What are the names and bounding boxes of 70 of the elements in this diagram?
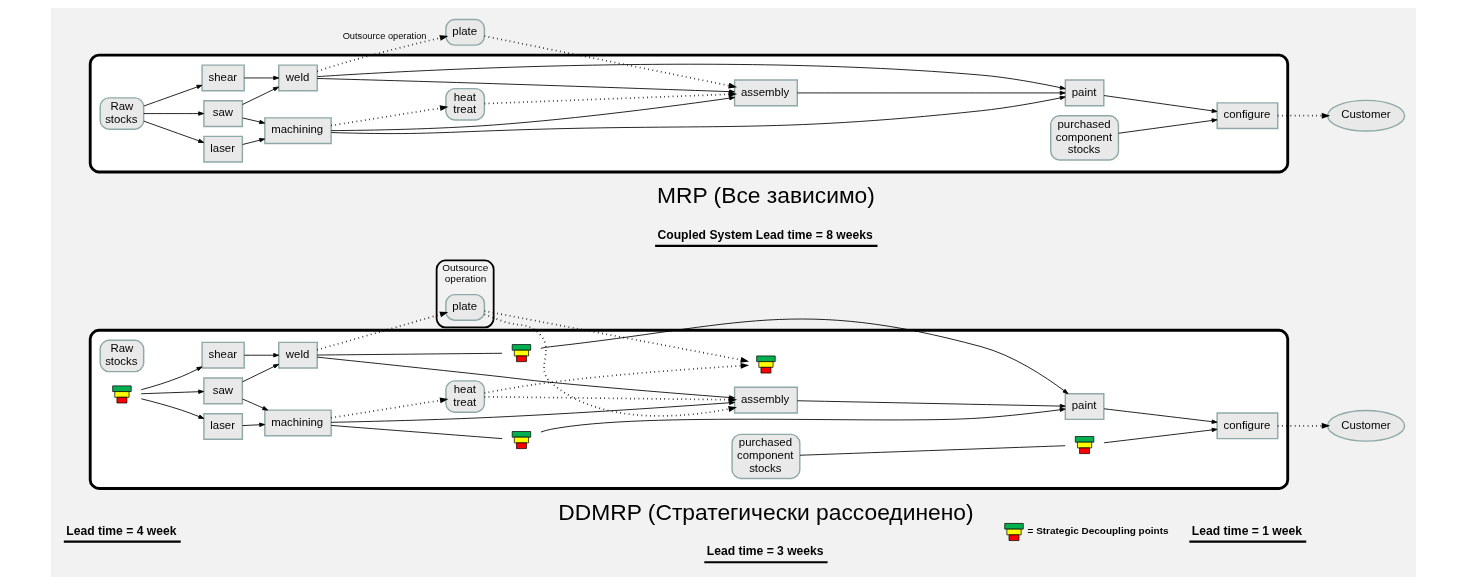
arrow [316, 311, 448, 351]
node-box: Raw stocks [98, 339, 144, 373]
connector [799, 445, 1066, 456]
node-box: saw [202, 100, 243, 128]
legend-label: = Strategic Decoupling points [1027, 524, 1169, 536]
arrow [241, 117, 265, 125]
node-box: heat treat [444, 380, 485, 413]
node-box: machining [263, 117, 332, 145]
arrow [243, 75, 279, 81]
arrow [540, 407, 1066, 433]
node-box: machining [263, 409, 332, 437]
node-ellipse: Customer [1326, 409, 1405, 442]
arrow [241, 138, 265, 145]
arrow [483, 35, 737, 89]
arrow [241, 398, 268, 411]
node-box: plate [444, 18, 485, 46]
arrow [241, 422, 265, 427]
arrow [140, 398, 204, 419]
arrow [241, 86, 279, 105]
label: Coupled System Lead time = 8 weeks [657, 227, 873, 242]
arrow [330, 95, 1066, 134]
label: MRP (Все зависимо) [656, 182, 875, 209]
arrow [140, 389, 204, 395]
node-box: laser [202, 135, 243, 163]
arrow [142, 111, 204, 116]
edge-label: Outsource operation [342, 31, 427, 42]
arrow [796, 400, 1066, 409]
node-box: configure [1215, 102, 1278, 130]
node-box: purchased component stocks [1049, 115, 1119, 161]
node-box: laser [202, 412, 243, 441]
arrow [329, 105, 448, 127]
connector [316, 352, 502, 356]
node-box: shear [200, 64, 245, 92]
node-box: heat treat [444, 87, 485, 121]
node-box: plate [444, 293, 485, 321]
node-box: shear [200, 341, 245, 369]
arrow [140, 366, 202, 391]
label: Lead time = 3 weeks [706, 544, 824, 559]
node-box: paint [1064, 393, 1105, 421]
arrow [539, 318, 1068, 395]
arrow [142, 120, 204, 143]
node-box: assembly [733, 386, 798, 414]
node-box: configure [1215, 412, 1278, 440]
connector [330, 425, 503, 440]
arrow [1103, 408, 1217, 424]
arrow [1103, 95, 1217, 113]
node-box: purchased component stocks [730, 433, 800, 480]
arrow [316, 35, 448, 73]
arrow [316, 63, 1066, 90]
node-box: paint [1064, 79, 1105, 107]
node-box: weld [277, 64, 318, 92]
arrow [796, 90, 1066, 96]
arrow [1117, 118, 1217, 134]
arrow [1103, 427, 1217, 444]
node-box: saw [202, 377, 243, 405]
node-box: Raw stocks [98, 97, 144, 130]
label: DDMRP (Стратегически рассоединено) [557, 498, 974, 525]
arrow [329, 397, 448, 419]
arrow [243, 353, 279, 358]
arrow [330, 95, 735, 132]
arrow [142, 84, 202, 107]
node-ellipse: Customer [1326, 99, 1405, 132]
arrow [330, 400, 735, 423]
label: Lead time = 4 week [65, 523, 176, 538]
arrow [241, 363, 279, 383]
label: Lead time = 1 week [1191, 523, 1302, 538]
node-box: weld [277, 341, 318, 369]
node-box: assembly [733, 79, 798, 107]
cluster [88, 53, 1289, 174]
cluster [88, 328, 1289, 490]
